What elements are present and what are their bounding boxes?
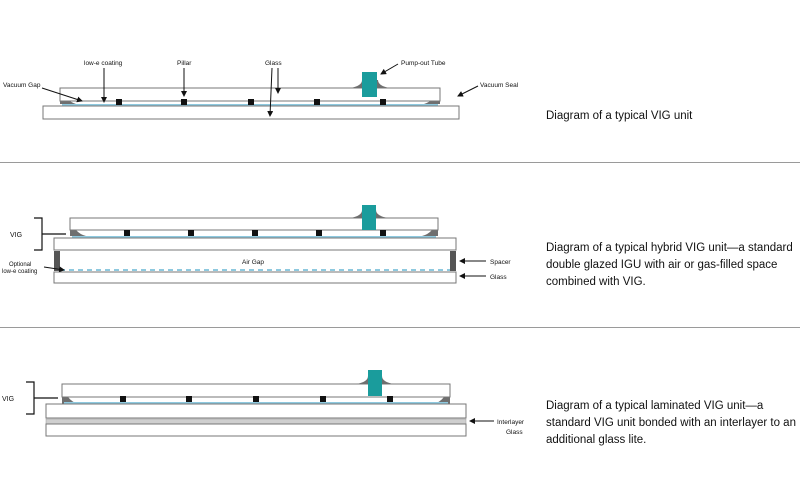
label-pillar: Pillar [177, 60, 192, 67]
pump-out-tube [362, 72, 377, 97]
label-glass: Glass [265, 60, 282, 67]
caption-vig: Diagram of a typical VIG unit [546, 110, 693, 122]
diagram-section-laminated-vig: VIG Interlayer Glass Diagram of a typica… [0, 328, 800, 500]
label-vacuum-seal: Vacuum Seal [480, 82, 519, 89]
pillar [124, 230, 130, 236]
diagram-section-vig: Vacuum Gap low-e coating Pillar Glass Pu… [0, 0, 800, 162]
vig-diagram: Vacuum Gap low-e coating Pillar Glass Pu… [3, 60, 519, 120]
label-pump-out-tube: Pump-out Tube [401, 60, 446, 67]
arrow-glass-bottom [267, 67, 274, 117]
additional-glass-lite [45, 423, 467, 437]
section-divider [0, 327, 800, 328]
label-optional-lowe-line1: Optional [9, 262, 31, 268]
label-air-gap: Air Gap [242, 259, 264, 266]
caption-hybrid-vig: Diagram of a typical hybrid VIG unit—a s… [546, 242, 793, 288]
diagram-section-hybrid-vig: VIG Air Gap Optional low-e coating Space… [0, 163, 800, 326]
pillar [316, 230, 322, 236]
label-lowe-coating: low-e coating [84, 60, 123, 67]
pillar [116, 99, 122, 105]
pillar [380, 230, 386, 236]
label-vacuum-gap: Vacuum Gap [3, 82, 41, 89]
vig-top-glass-pane [69, 217, 439, 231]
vacuum-seal-left [70, 218, 86, 236]
laminated-vig-diagram: VIG Interlayer Glass [2, 370, 525, 437]
pump-out-tube [368, 370, 382, 396]
arrow-pump-out-tube [380, 63, 399, 75]
pillar [320, 396, 326, 402]
spacer-left [54, 251, 60, 271]
section-divider [0, 162, 800, 163]
vig-bottom-glass-pane [53, 237, 457, 251]
pillar [380, 99, 386, 105]
label-glass: Glass [490, 274, 507, 281]
interlayer [45, 418, 467, 425]
bottom-glass-pane [53, 271, 457, 284]
arrow-optional-lowe [43, 266, 65, 273]
caption-laminated-vig: Diagram of a typical laminated VIG unit—… [546, 400, 796, 446]
pillar [120, 396, 126, 402]
vig-bottom-glass-pane [45, 403, 467, 419]
vacuum-seal-right [422, 218, 438, 236]
label-spacer: Spacer [490, 259, 511, 266]
pump-out-tube [362, 205, 376, 230]
vacuum-seal-left [62, 384, 78, 404]
label-glass: Glass [506, 429, 523, 436]
label-interlayer: Interlayer [497, 419, 525, 426]
vacuum-seal-right [434, 384, 450, 404]
pillar [253, 396, 259, 402]
spacer-right [450, 251, 456, 271]
pillar [252, 230, 258, 236]
pillar [181, 99, 187, 105]
bottom-glass-pane [42, 105, 460, 120]
lowe-coating-layer [72, 236, 436, 238]
pillar [186, 396, 192, 402]
vig-top-glass-pane [61, 383, 451, 398]
vig-bracket [34, 217, 66, 251]
lowe-coating-layer [64, 402, 448, 404]
label-vig: VIG [10, 232, 22, 239]
label-vig: VIG [2, 396, 14, 403]
vig-bracket [26, 381, 58, 415]
arrow-vacuum-gap [41, 87, 83, 103]
label-optional-lowe-line2: low-e coating [2, 269, 37, 275]
arrow-vacuum-seal [457, 85, 479, 97]
pillar [314, 99, 320, 105]
hybrid-vig-diagram: VIG Air Gap Optional low-e coating Space… [2, 205, 511, 284]
pillar [188, 230, 194, 236]
pillar [248, 99, 254, 105]
pillar [387, 396, 393, 402]
